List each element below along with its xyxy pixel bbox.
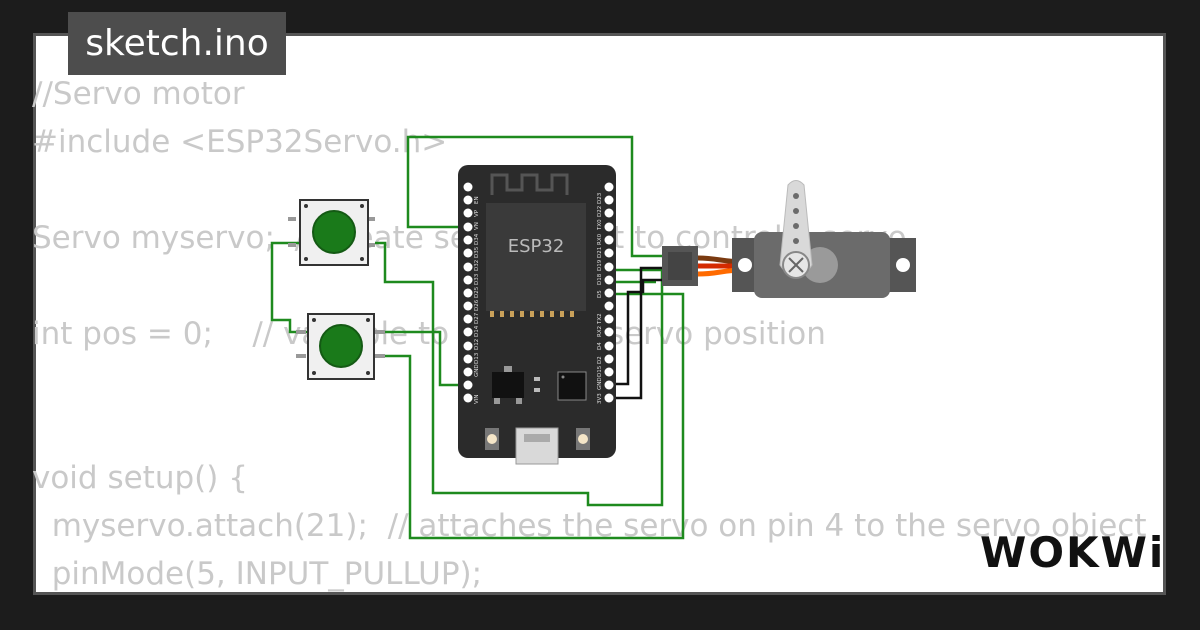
pin-label: D22 xyxy=(597,206,603,217)
code-line: pinMode(5, INPUT_PULLUP); xyxy=(32,556,483,592)
pin-label: RX2 xyxy=(597,326,603,337)
pin-label: D33 xyxy=(474,273,480,285)
esp32-pin-holes xyxy=(463,182,614,403)
pin-label: VIN xyxy=(474,395,480,405)
code-line: //Servo motor xyxy=(32,76,245,112)
pin-label: D26 xyxy=(474,299,480,311)
esp32-board[interactable]: ESP32 EN VP VN D34 D35 D32 D33 D25 D26 D… xyxy=(458,165,616,465)
pin-label: TX2 xyxy=(597,313,603,325)
esp32-label: ESP32 xyxy=(508,236,565,257)
wire-gnd-to-servo xyxy=(612,278,665,386)
pin-label: RX0 xyxy=(597,233,603,245)
wire-button2-to-d12 xyxy=(375,330,468,387)
wire-button1-to-d13 xyxy=(375,241,664,507)
code-line: void setup() { xyxy=(32,460,248,496)
pin-label: D32 xyxy=(474,260,480,271)
pin-label: D35 xyxy=(474,246,480,258)
file-tab[interactable]: sketch.ino xyxy=(68,12,286,75)
code-line: myservo.attach(21); // attaches the serv… xyxy=(32,508,1147,544)
button-cap xyxy=(319,324,363,368)
wire-d32-to-servo xyxy=(406,135,665,258)
pin-label: D23 xyxy=(597,192,603,204)
pin-label: D14 xyxy=(474,325,480,337)
black-wires xyxy=(612,266,665,400)
pin-label: D12 xyxy=(474,339,480,350)
pin-label: GND xyxy=(597,377,603,390)
pin-label: EN xyxy=(474,196,480,204)
wire-button2-to-d5 xyxy=(375,292,685,540)
servo-motor[interactable] xyxy=(662,180,916,299)
pin-label: D4 xyxy=(597,342,603,350)
pin-label: 3V3 xyxy=(597,393,603,404)
green-wires xyxy=(270,135,685,540)
en-button[interactable] xyxy=(485,428,499,450)
pin-label: D27 xyxy=(474,312,480,324)
code-line: #include <ESP32Servo.h> xyxy=(32,124,448,160)
pin-label: D15 xyxy=(597,365,603,377)
wire-3v3-to-servo xyxy=(612,266,665,400)
button-cap xyxy=(312,210,356,254)
usb-connector xyxy=(515,427,559,465)
pin-label: D21 xyxy=(597,247,603,258)
pushbutton-1[interactable] xyxy=(288,199,375,266)
wire-button1-to-button2 xyxy=(270,241,308,334)
usb-chip xyxy=(557,371,587,401)
pin-label: VP xyxy=(474,209,480,217)
wokwi-logo: WOKWi xyxy=(980,528,1166,577)
pin-label: D25 xyxy=(474,286,480,298)
pin-label: D19 xyxy=(597,259,603,271)
pin-label: D18 xyxy=(597,273,603,285)
esp32-module xyxy=(486,203,586,311)
boot-button[interactable] xyxy=(576,428,590,450)
pin-label: D5 xyxy=(597,290,603,298)
pushbutton-2[interactable] xyxy=(296,313,385,380)
regulator-chip xyxy=(492,366,524,404)
servo-horn[interactable] xyxy=(779,180,813,279)
pin-label: TX0 xyxy=(597,219,603,231)
pin-label: D34 xyxy=(474,233,480,245)
pin-label: D2 xyxy=(597,356,603,364)
pin-label: D13 xyxy=(474,352,480,364)
pin-label: VN xyxy=(474,222,480,230)
pin-label: GND xyxy=(474,364,480,377)
